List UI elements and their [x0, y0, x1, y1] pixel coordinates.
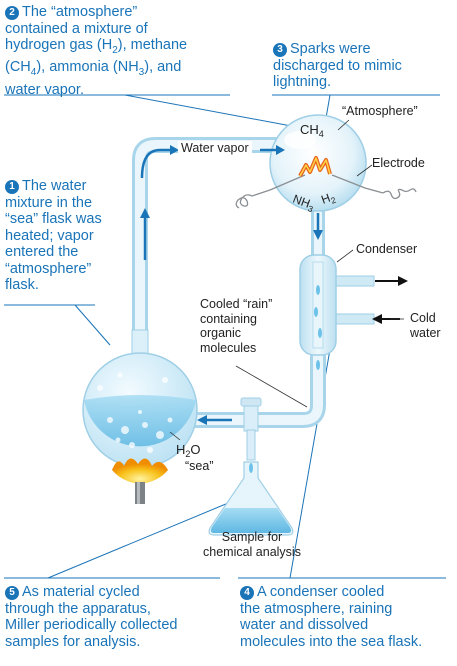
cold-water-line-2: water: [410, 325, 441, 340]
step-1-number: 1: [5, 180, 19, 194]
step-4-line-1: A condenser cooled: [257, 584, 385, 600]
step-3-number: 3: [273, 43, 287, 57]
step-5-line-4: samples for analysis.: [5, 633, 141, 650]
coolant-arrows: [372, 276, 408, 324]
flow-arrows: [140, 145, 323, 425]
step-1-line-2: mixture in the: [5, 194, 93, 211]
step-5-line-2: through the apparatus,: [5, 600, 151, 617]
condenser-label: Condenser: [356, 242, 418, 256]
electrode-label: Electrode: [372, 156, 425, 170]
step-1-line-6: “atmosphere”: [5, 260, 92, 277]
step-1-line-5: entered the: [5, 244, 79, 260]
step-4-number: 4: [240, 586, 254, 600]
cooled-rain-line-4: molecules: [200, 340, 257, 355]
step-5-number: 5: [5, 586, 19, 600]
cooled-rain-line-3: organic: [200, 326, 241, 340]
cold-water-line-1: Cold: [410, 311, 436, 325]
label-leaders: [169, 119, 404, 441]
step5-leader: [47, 495, 246, 579]
water-vapor-label: Water vapor: [178, 141, 252, 156]
step-5-line-3: Miller periodically collected: [5, 617, 178, 633]
sample-line-2: chemical analysis: [203, 544, 301, 559]
cooled-rain-line-1: Cooled “rain”: [200, 297, 273, 311]
step-4-line-3: water and dissolved: [240, 617, 369, 633]
step-1-line-4: heated; vapor: [5, 227, 94, 244]
step-3-line-1: Sparks were: [290, 41, 371, 57]
step-3-line-3: lightning.: [273, 74, 332, 90]
step-1-line-7: flask.: [5, 277, 39, 293]
step-2-line-4: (CH4), ammonia (NH3), and: [5, 59, 182, 79]
step2-leader: [124, 94, 303, 129]
sea-flask: [82, 329, 198, 468]
step-4-line-2: the atmosphere, raining: [240, 600, 393, 617]
flame-icon: [112, 458, 168, 504]
stopcock: [240, 397, 262, 461]
electrodes: [235, 174, 417, 209]
step-2-line-2: contained a mixture of: [5, 20, 148, 37]
sample-flask: [208, 461, 294, 536]
step-1-line-1: The water: [22, 178, 87, 194]
ch4-label: CH4: [300, 122, 324, 139]
h2o-label: H2O: [176, 442, 201, 459]
step-2-line-5: water vapor.: [5, 81, 84, 98]
cold-water-label: Cold water: [410, 311, 441, 340]
step-2-line-3: hydrogen gas (H2), methane: [5, 37, 188, 56]
step-1-line-3: “sea” flask was: [5, 211, 102, 227]
nh3-label: NH3: [290, 192, 316, 215]
condenser: [299, 254, 337, 370]
step-2-number: 2: [5, 6, 19, 20]
cooled-rain-label: Cooled “rain” containing organic molecul…: [200, 297, 272, 355]
step1-leader: [74, 304, 111, 346]
step-4-line-4: molecules into the sea flask.: [240, 633, 423, 650]
sample-line-1: Sample for: [221, 530, 283, 544]
cooled-rain-line-2: containing: [200, 311, 257, 326]
atmosphere-label: “Atmosphere”: [342, 104, 418, 118]
sea-label: “sea”: [185, 459, 214, 473]
step-2-line-1: The “atmosphere”: [22, 4, 138, 20]
sample-label: Sample for chemical analysis: [203, 530, 301, 559]
step-3-line-2: discharged to mimic: [273, 57, 402, 74]
step-5-line-1: As material cycled: [22, 584, 140, 600]
